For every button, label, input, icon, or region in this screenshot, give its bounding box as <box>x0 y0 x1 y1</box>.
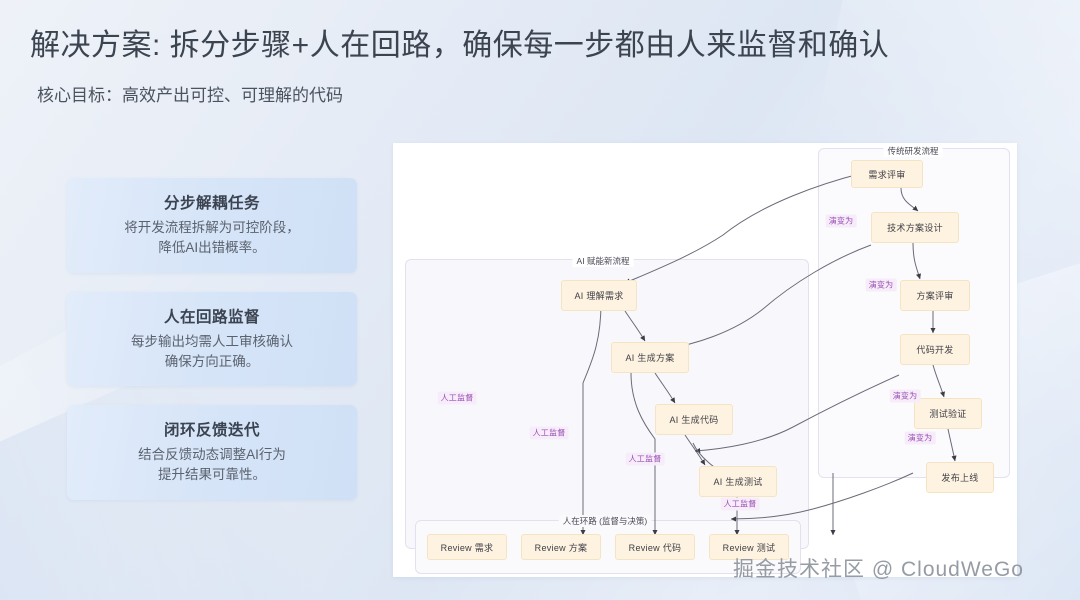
edge-label-human-supervision: 人工监督 <box>437 391 477 405</box>
node-review-design[interactable]: Review 方案 <box>521 534 601 560</box>
feature-card-title: 人在回路监督 <box>163 308 260 326</box>
edge-label-evolve: 演变为 <box>865 278 897 292</box>
human-in-loop-label: 人在环路 (监督与决策) <box>558 515 652 527</box>
feature-card-title: 分步解耦任务 <box>163 195 260 212</box>
feature-card-body-line: 结合反馈动态调整AI行为 <box>138 447 286 462</box>
flow-diagram-panel: 传统研发流程 AI 赋能新流程 人在环路 (监督与决策) 需求评审 技术方案设计… <box>393 143 1017 577</box>
feature-card-body-line: 每步输出均需人工审核确认 <box>131 333 293 349</box>
node-code-development[interactable]: 代码开发 <box>900 334 970 365</box>
node-test-verification[interactable]: 测试验证 <box>914 398 982 429</box>
node-review-requirement[interactable]: Review 需求 <box>427 534 507 560</box>
traditional-process-group <box>818 148 1010 478</box>
node-design-review[interactable]: 方案评审 <box>900 280 970 311</box>
watermark: 掘金技术社区 @ CloudWeGo <box>733 558 1024 581</box>
feature-card-body: 将开发流程拆解为可控阶段， 降低AI出错概率。 <box>81 218 343 259</box>
feature-card-closed-loop-feedback: 闭环反馈迭代 结合反馈动态调整AI行为 提升结果可靠性。 <box>67 405 357 500</box>
edge-label-evolve: 演变为 <box>889 389 921 403</box>
node-release-online[interactable]: 发布上线 <box>926 462 994 493</box>
feature-card-list: 分步解耦任务 将开发流程拆解为可控阶段， 降低AI出错概率。 人在回路监督 每步… <box>67 178 357 519</box>
page-title: 解决方案: 拆分步骤+人在回路，确保每一步都由人来监督和确认 <box>30 29 890 62</box>
node-review-test[interactable]: Review 测试 <box>709 534 789 560</box>
edge-label-human-supervision: 人工监督 <box>720 497 760 511</box>
node-review-code[interactable]: Review 代码 <box>615 534 695 560</box>
feature-card-body: 每步输出均需人工审核确认 确保方向正确。 <box>81 332 343 373</box>
node-tech-design[interactable]: 技术方案设计 <box>871 212 959 243</box>
feature-card-human-in-loop: 人在回路监督 每步输出均需人工审核确认 确保方向正确。 <box>67 291 357 386</box>
edge-label-evolve: 演变为 <box>904 431 936 445</box>
feature-card-body-line: 将开发流程拆解为可控阶段， <box>124 220 300 235</box>
ai-process-label: AI 赋能新流程 <box>572 255 634 267</box>
feature-card-body: 结合反馈动态调整AI行为 提升结果可靠性。 <box>81 445 343 486</box>
traditional-process-label: 传统研发流程 <box>883 145 943 157</box>
feature-card-body-line: 确保方向正确。 <box>164 353 260 369</box>
feature-card-body-line: 降低AI出错概率。 <box>158 240 266 256</box>
page-subtitle: 核心目标：高效产出可控、可理解的代码 <box>37 86 343 105</box>
feature-card-title: 闭环反馈迭代 <box>163 422 260 439</box>
edge-label-evolve: 演变为 <box>825 214 857 228</box>
feature-card-step-decoupling: 分步解耦任务 将开发流程拆解为可控阶段， 降低AI出错概率。 <box>67 178 357 273</box>
node-ai-understand-requirement[interactable]: AI 理解需求 <box>561 280 637 311</box>
feature-card-body-line: 提升结果可靠性。 <box>158 467 266 483</box>
node-ai-generate-design[interactable]: AI 生成方案 <box>611 342 689 373</box>
edge-label-human-supervision: 人工监督 <box>529 426 569 440</box>
node-requirement-review[interactable]: 需求评审 <box>851 160 923 188</box>
node-ai-generate-test[interactable]: AI 生成测试 <box>699 466 777 497</box>
node-ai-generate-code[interactable]: AI 生成代码 <box>655 404 733 435</box>
edge-label-human-supervision: 人工监督 <box>625 452 665 466</box>
